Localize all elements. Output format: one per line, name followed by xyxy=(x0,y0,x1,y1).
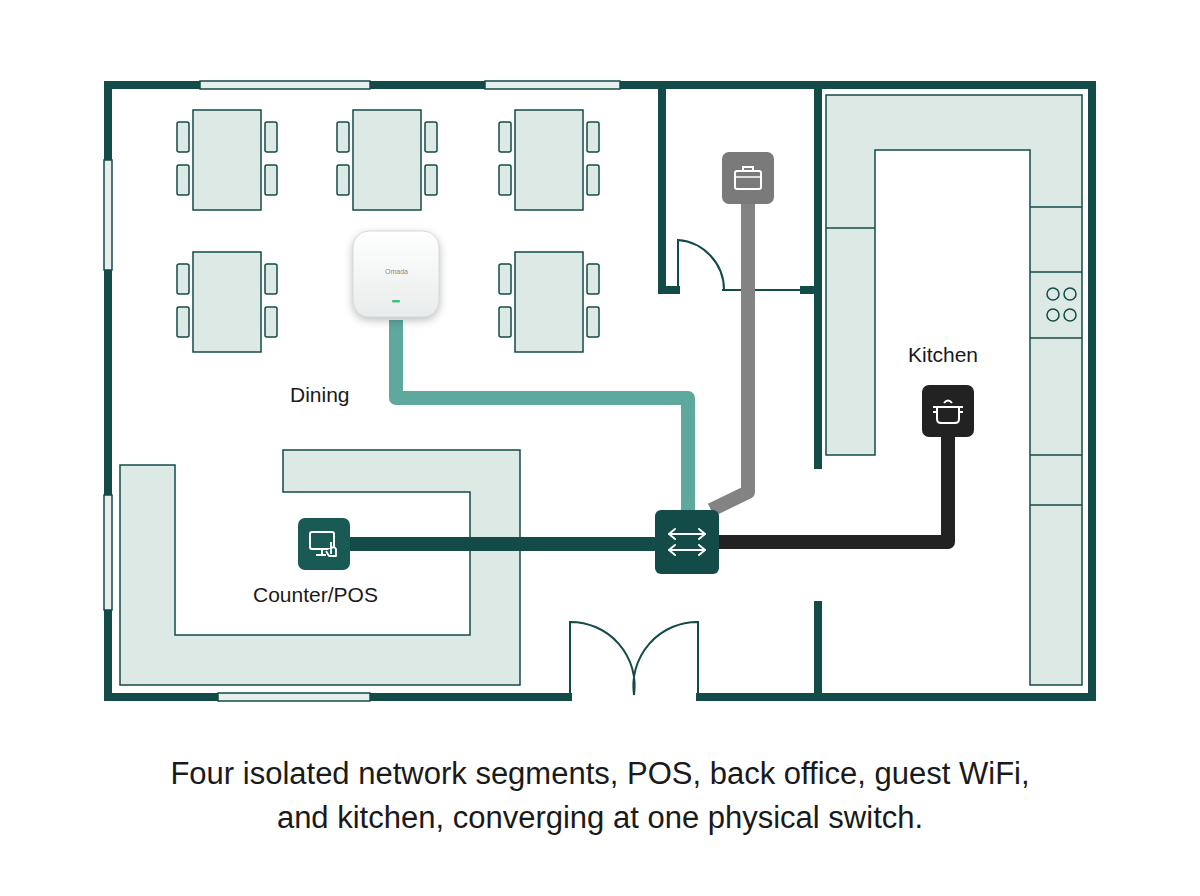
network-cable xyxy=(711,204,748,510)
back-office-icon xyxy=(722,152,774,204)
back-office-node xyxy=(722,152,774,204)
node-label: Kitchen xyxy=(908,343,978,367)
kitchen-icon xyxy=(922,385,974,437)
switch-node xyxy=(655,510,719,574)
network-cable xyxy=(350,537,655,551)
pos-terminal-icon xyxy=(298,518,350,570)
pos-node: Counter/POS xyxy=(298,518,350,570)
network-cable xyxy=(719,437,948,542)
network-cable xyxy=(396,320,688,510)
caption: Four isolated network segments, POS, bac… xyxy=(150,752,1050,840)
kitchen-node: Kitchen xyxy=(922,385,974,437)
access-point-node: DiningOmada xyxy=(350,228,442,320)
node-label: Counter/POS xyxy=(253,583,378,607)
network-switch-icon xyxy=(655,510,719,574)
node-label: Dining xyxy=(290,383,350,407)
brand-label: Omada xyxy=(385,268,408,275)
